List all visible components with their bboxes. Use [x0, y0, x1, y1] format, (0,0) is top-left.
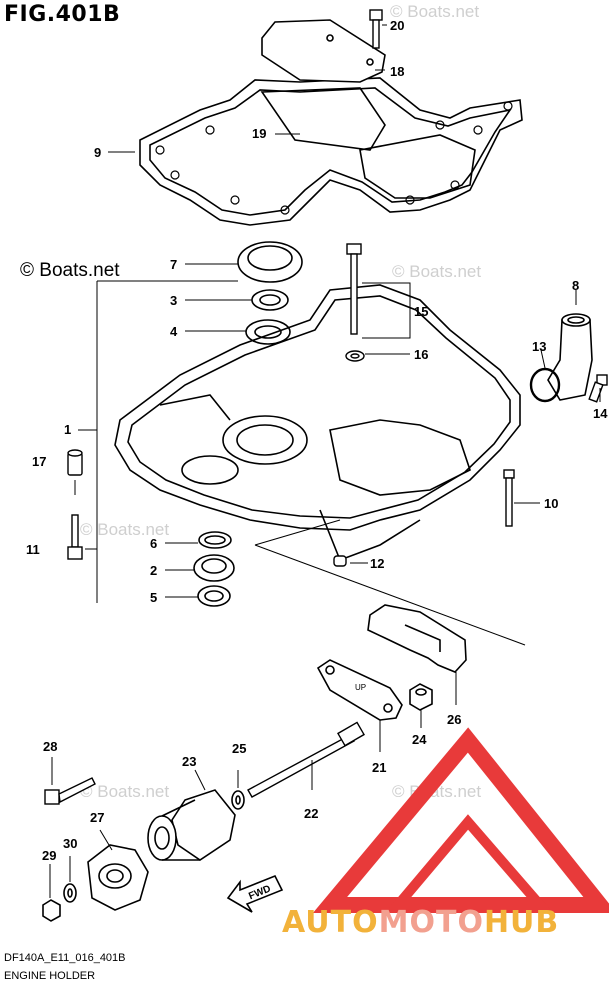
callout-1: 1 [64, 422, 71, 437]
side-bolt [503, 469, 515, 527]
brand-part-auto: AUTO [282, 905, 379, 940]
callout-22: 22 [304, 806, 318, 821]
brand-part-moto: MOTO [378, 905, 484, 940]
callout-18: 18 [390, 64, 404, 79]
leader-lines [49, 24, 601, 898]
watermark-faint: © Boats.net [392, 262, 482, 281]
gasket-bolt-holes [155, 101, 513, 215]
holder-bolt [67, 514, 83, 560]
lower-nut [42, 899, 61, 922]
gasket-plate [316, 659, 403, 721]
brand-wordmark: AUTOMOTOHUB [282, 905, 559, 940]
callout-29: 29 [42, 848, 56, 863]
dowel-pin [67, 449, 83, 476]
callout-13: 13 [532, 339, 546, 354]
callout-7: 7 [170, 257, 177, 272]
callout-12: 12 [370, 556, 384, 571]
callout-17: 17 [32, 454, 46, 469]
figure-name: ENGINE HOLDER [4, 970, 96, 982]
callout-4: 4 [170, 324, 178, 339]
lower-bearing-stack [193, 531, 235, 607]
cover-bolt [369, 9, 383, 49]
small-pin [333, 555, 347, 567]
assembly-guide-lines [254, 519, 526, 646]
watermark-faint: © Boats.net [80, 520, 170, 539]
mount-bracket [367, 604, 467, 673]
callout-16: 16 [414, 347, 428, 362]
holder-bolt-lower [44, 777, 96, 805]
engine-holder-body [114, 284, 521, 562]
mount-holder [87, 844, 149, 911]
callout-8: 8 [572, 278, 579, 293]
callout-19: 19 [252, 126, 266, 141]
o-ring [529, 367, 561, 403]
callout-24: 24 [412, 732, 427, 747]
water-hose-nozzle [547, 313, 593, 401]
hex-nut [409, 683, 433, 711]
callout-27: 27 [90, 810, 104, 825]
holder-cover [261, 19, 386, 83]
callout-6: 6 [150, 536, 157, 551]
forward-arrow-icon [226, 874, 284, 913]
callout-30: 30 [63, 836, 77, 851]
lower-washer [63, 883, 77, 903]
callout-14: 14 [593, 406, 608, 421]
watermark-faint: © Boats.net [390, 2, 480, 21]
callout-9: 9 [94, 145, 101, 160]
upper-gasket [139, 77, 523, 226]
upper-bearing [237, 241, 303, 345]
gasket-up-mark: UP [355, 683, 366, 692]
figure-code: DF140A_E11_016_401B [4, 952, 126, 964]
callout-21: 21 [372, 760, 386, 775]
callout-3: 3 [170, 293, 177, 308]
figure-title: FIG.401B [4, 2, 121, 27]
callout-20: 20 [390, 18, 404, 33]
brand-logo-mark [312, 727, 609, 913]
brand-part-hub: HUB [483, 905, 560, 940]
callout-5: 5 [150, 590, 157, 605]
callout-23: 23 [182, 754, 196, 769]
long-bolt [345, 243, 365, 362]
rubber-mount [147, 789, 236, 861]
callout-25: 25 [232, 741, 246, 756]
callout-28: 28 [43, 739, 57, 754]
callout-15: 15 [414, 304, 428, 319]
watermark-primary: © Boats.net [20, 260, 120, 281]
callout-2: 2 [150, 563, 157, 578]
watermark-faint: © Boats.net [80, 782, 170, 801]
nozzle-bolt [588, 374, 608, 403]
callout-26: 26 [447, 712, 461, 727]
callout-11: 11 [26, 542, 40, 557]
callout-numbers: 1 2 3 4 5 6 7 8 9 10 11 12 13 14 15 16 1… [26, 18, 608, 863]
threaded-rod [247, 721, 365, 798]
washer [231, 790, 245, 810]
callout-10: 10 [544, 496, 558, 511]
